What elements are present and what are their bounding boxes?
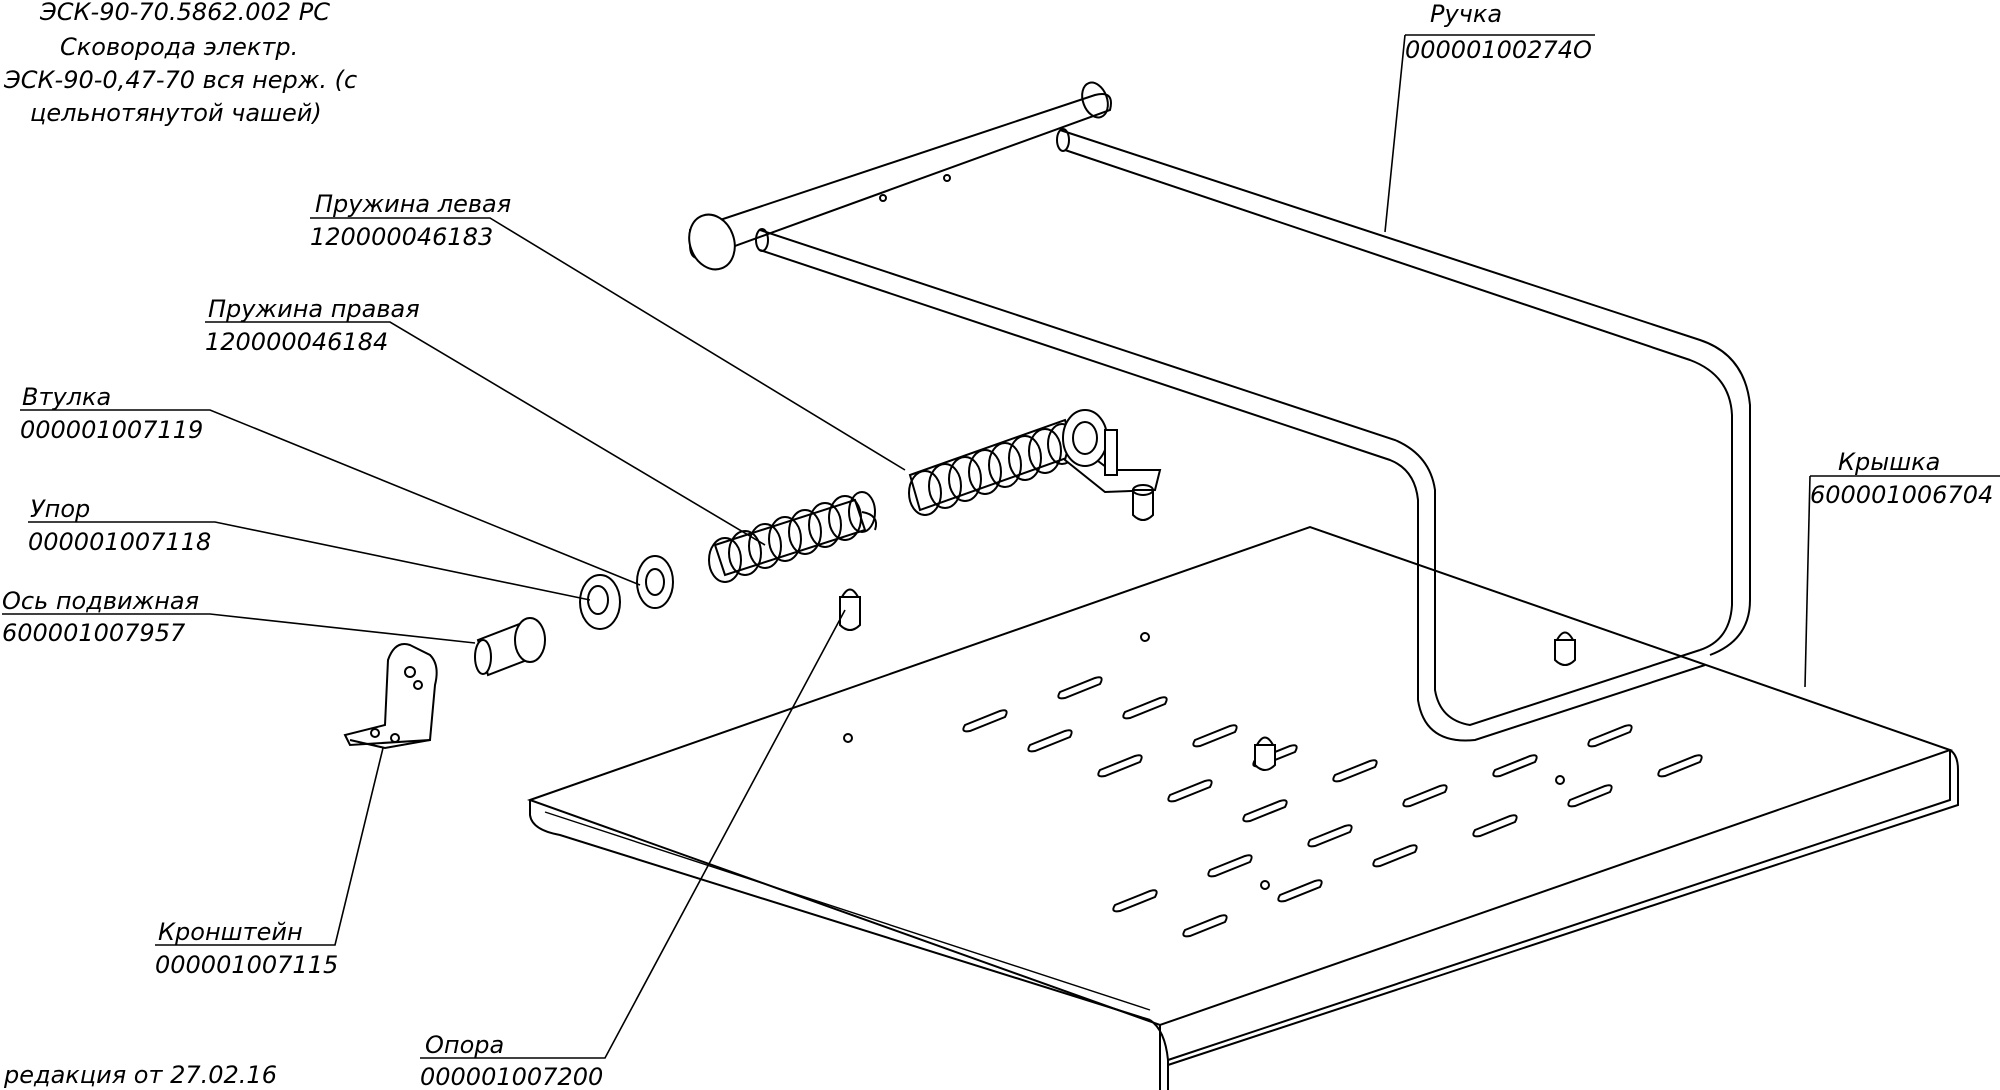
drawing-header: ЭСК-90-70.5862.002 РС Сковорода электр. … [3, 0, 357, 127]
callout-handle-name: Ручка [1430, 0, 1502, 28]
callout-stop-name: Упор [30, 495, 90, 523]
header-line-2: Сковорода электр. [60, 33, 298, 61]
revision-note: редакция от 27.02.16 [3, 1061, 277, 1089]
lid-slots [962, 676, 1703, 938]
header-line-4: цельнотянутой чашей) [30, 99, 322, 127]
callout-stop-code: 000001007118 [28, 528, 211, 556]
handle-part [688, 81, 1751, 742]
callout-lid-code: 600001006704 [1810, 481, 1993, 509]
callout-support-name: Опора [425, 1031, 504, 1059]
callout-right-spring-code: 120000046184 [205, 328, 388, 356]
callout-axis-code: 600001007957 [2, 619, 186, 647]
callout-axis-name: Ось подвижная [2, 587, 199, 615]
callout-support-code: 000001007200 [420, 1063, 603, 1090]
callout-left-spring-name: Пружина левая [315, 190, 511, 218]
callout-handle-code: 00000100274О [1405, 36, 1592, 64]
header-line-1: ЭСК-90-70.5862.002 РС [39, 0, 330, 26]
callout-bushing-name: Втулка [22, 383, 111, 411]
bracket-part [343, 643, 438, 750]
callout-right-spring-name: Пружина правая [208, 295, 420, 323]
callout-bracket-code: 000001007115 [155, 951, 338, 979]
callout-bushing-code: 000001007119 [20, 416, 203, 444]
callout-left-spring-code: 120000046183 [310, 223, 493, 251]
callout-bracket-name: Кронштейн [158, 918, 303, 946]
header-line-3: ЭСК-90-0,47-70 вся нерж. (с [3, 66, 357, 94]
support-part [839, 588, 861, 631]
stop-part [579, 574, 621, 630]
lid-part [527, 525, 1959, 1090]
axis-part [474, 617, 546, 677]
left-spring-part [908, 409, 1162, 521]
bushing-part [636, 555, 674, 609]
callout-lid-name: Крышка [1838, 448, 1940, 476]
leader-lines [2, 34, 2000, 1059]
right-spring-part [708, 491, 878, 583]
